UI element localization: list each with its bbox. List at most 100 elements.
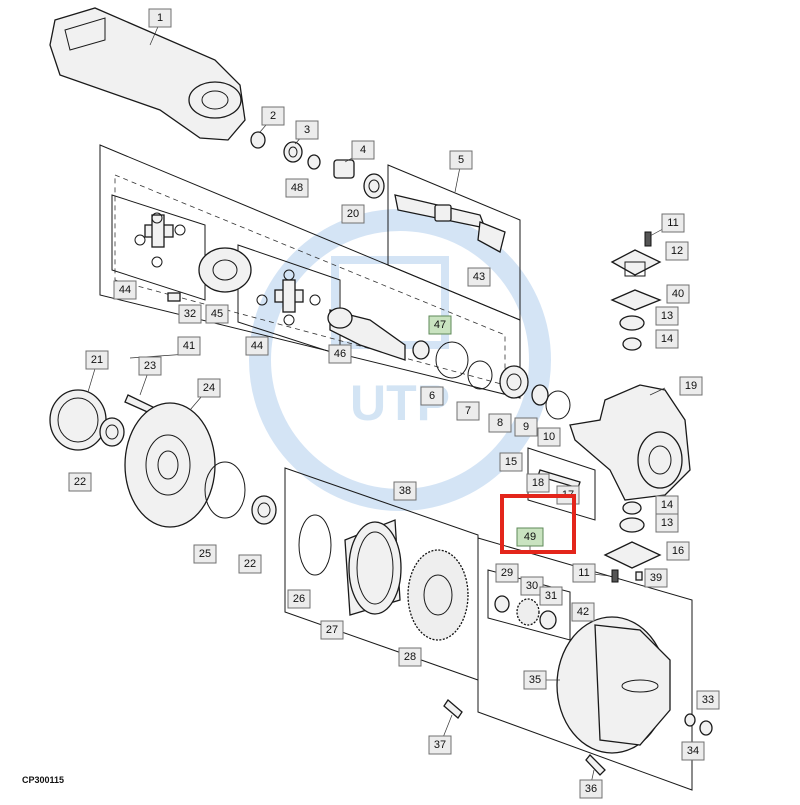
svg-text:44: 44	[119, 284, 131, 296]
seal-part-47	[412, 340, 430, 360]
callout-31[interactable]: 31	[539, 586, 563, 606]
svg-text:7: 7	[465, 405, 471, 417]
callout-45[interactable]: 45	[205, 304, 229, 324]
callout-13-b[interactable]: 13	[655, 513, 679, 533]
snap-ring-part-7	[467, 360, 493, 390]
svg-text:32: 32	[184, 308, 196, 320]
lower-cap-part-16	[603, 541, 662, 569]
callout-37[interactable]: 37	[428, 735, 452, 755]
callout-13-a[interactable]: 13	[655, 306, 679, 326]
svg-text:39: 39	[650, 572, 662, 584]
callout-19[interactable]: 19	[679, 376, 703, 396]
plug-part-34	[699, 720, 713, 736]
callout-44-a[interactable]: 44	[113, 280, 137, 300]
callout-27[interactable]: 27	[320, 620, 344, 640]
callout-8[interactable]: 8	[488, 413, 512, 433]
planetary-hub-group-frame	[477, 537, 693, 791]
callout-43[interactable]: 43	[467, 267, 491, 287]
svg-text:28: 28	[404, 651, 416, 663]
axle-housing-part-1	[49, 7, 246, 141]
callout-9[interactable]: 9	[514, 417, 538, 437]
shim-part-40	[610, 289, 662, 311]
svg-text:2: 2	[270, 110, 276, 122]
svg-text:24: 24	[203, 382, 215, 394]
callout-46[interactable]: 46	[328, 344, 352, 364]
callout-48[interactable]: 48	[285, 178, 309, 198]
svg-text:30: 30	[526, 580, 538, 592]
callout-26[interactable]: 26	[287, 589, 311, 609]
bearing-part-22b	[251, 495, 277, 525]
callout-35[interactable]: 35	[523, 670, 547, 690]
svg-text:46: 46	[334, 348, 346, 360]
svg-text:3: 3	[304, 124, 310, 136]
planet-bearing-part-31	[539, 610, 557, 630]
callout-34[interactable]: 34	[681, 741, 705, 761]
svg-text:12: 12	[671, 245, 683, 257]
callout-42[interactable]: 42	[571, 602, 595, 622]
highlight-box-part-49	[500, 494, 576, 554]
callout-21[interactable]: 21	[85, 350, 109, 370]
svg-text:19: 19	[685, 380, 697, 392]
callout-29[interactable]: 29	[495, 563, 519, 583]
snap-ring-part-6	[435, 341, 469, 379]
svg-text:11: 11	[578, 567, 589, 579]
callout-28[interactable]: 28	[398, 647, 422, 667]
callout-41[interactable]: 41	[177, 336, 201, 356]
callout-10[interactable]: 10	[537, 427, 561, 447]
callout-30[interactable]: 30	[520, 576, 544, 596]
svg-text:27: 27	[326, 624, 338, 636]
bearing-part-13b	[619, 517, 645, 533]
callout-16[interactable]: 16	[666, 541, 690, 561]
callout-23[interactable]: 23	[138, 356, 162, 376]
bolt-part-36	[585, 754, 606, 776]
bearing-part-3	[283, 141, 303, 163]
callout-12[interactable]: 12	[665, 241, 689, 261]
callout-20[interactable]: 20	[341, 204, 365, 224]
svg-text:4: 4	[360, 144, 366, 156]
svg-text:13: 13	[661, 310, 673, 322]
svg-text:49: 49	[524, 531, 536, 543]
callout-2[interactable]: 2	[261, 106, 285, 126]
bearing-part-2	[250, 131, 266, 149]
callout-38[interactable]: 38	[393, 481, 417, 501]
plug-part-33	[684, 713, 696, 727]
callout-22-a[interactable]: 22	[68, 472, 92, 492]
steering-knuckle-part-19	[569, 384, 691, 501]
callout-36[interactable]: 36	[579, 779, 603, 799]
ring-gear-carrier-part-28	[407, 549, 469, 641]
driveshaft-group-frame	[99, 144, 521, 399]
callout-14-a[interactable]: 14	[655, 329, 679, 349]
callout-22-b[interactable]: 22	[238, 554, 262, 574]
callout-1[interactable]: 1	[148, 8, 172, 28]
callout-4[interactable]: 4	[351, 140, 375, 160]
callout-11-a[interactable]: 11	[661, 213, 685, 233]
callout-7[interactable]: 7	[456, 401, 480, 421]
callout-24[interactable]: 24	[197, 378, 221, 398]
svg-text:38: 38	[399, 485, 411, 497]
callout-40[interactable]: 40	[666, 284, 690, 304]
callout-49[interactable]: 49	[516, 527, 544, 547]
callout-3[interactable]: 3	[295, 120, 319, 140]
svg-text:25: 25	[199, 548, 211, 560]
callout-14-b[interactable]: 14	[655, 495, 679, 515]
callout-47[interactable]: 47	[428, 315, 452, 335]
bolt-part-11a	[644, 231, 652, 247]
callout-18[interactable]: 18	[526, 473, 550, 493]
callout-11-b[interactable]: 11	[572, 563, 596, 583]
callout-32[interactable]: 32	[178, 304, 202, 324]
callout-44-b[interactable]: 44	[245, 336, 269, 356]
svg-text:11: 11	[667, 217, 678, 229]
callout-6[interactable]: 6	[420, 386, 444, 406]
callout-33[interactable]: 33	[696, 690, 720, 710]
u-joint-part-44a	[134, 212, 186, 268]
bolt-part-11b	[611, 569, 619, 583]
svg-text:42: 42	[577, 606, 589, 618]
callout-25[interactable]: 25	[193, 544, 217, 564]
callout-15[interactable]: 15	[499, 452, 523, 472]
callout-39[interactable]: 39	[644, 568, 668, 588]
callout-5[interactable]: 5	[449, 150, 473, 170]
svg-text:6: 6	[429, 390, 435, 402]
svg-text:13: 13	[661, 517, 673, 529]
